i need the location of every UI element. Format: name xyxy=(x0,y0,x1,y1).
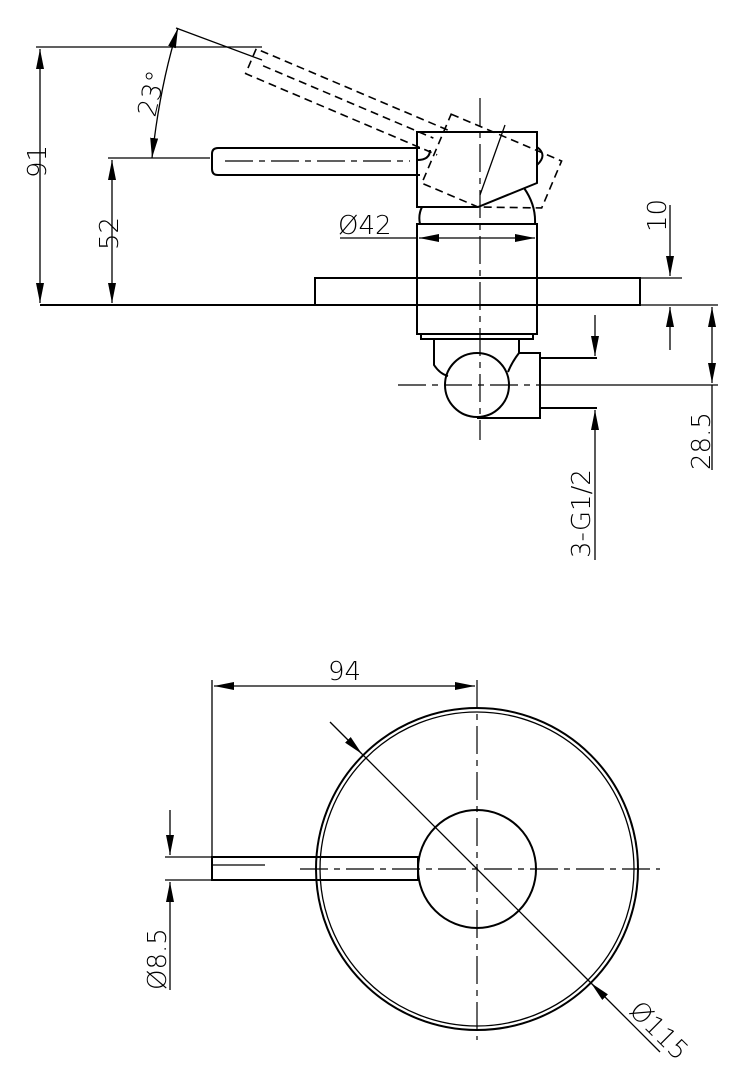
dim-94-label: 94 xyxy=(328,657,361,687)
dim-28-5-label: 28.5 xyxy=(687,412,717,470)
dim-42-label: Ø42 xyxy=(338,211,392,241)
dim-10-label: 10 xyxy=(643,199,673,232)
dim-angle-label: 23° xyxy=(133,68,173,120)
dim-52-label: 52 xyxy=(95,217,125,250)
lever xyxy=(211,147,420,176)
rotated-handle-outline xyxy=(244,47,563,209)
side-view: 91 52 23° Ø42 10 28.5 3-G1/2 xyxy=(23,27,718,560)
wall-plate xyxy=(314,277,641,306)
top-view: 94 Ø8.5 Ø115 xyxy=(143,657,694,1067)
dim-connection-label: 3-G1/2 xyxy=(567,469,597,558)
dim-8-5-label: Ø8.5 xyxy=(143,928,173,990)
dim-115-label: Ø115 xyxy=(623,996,694,1067)
dim-91-label: 91 xyxy=(23,145,53,178)
lever-top xyxy=(211,856,419,881)
handle-block xyxy=(416,131,538,208)
